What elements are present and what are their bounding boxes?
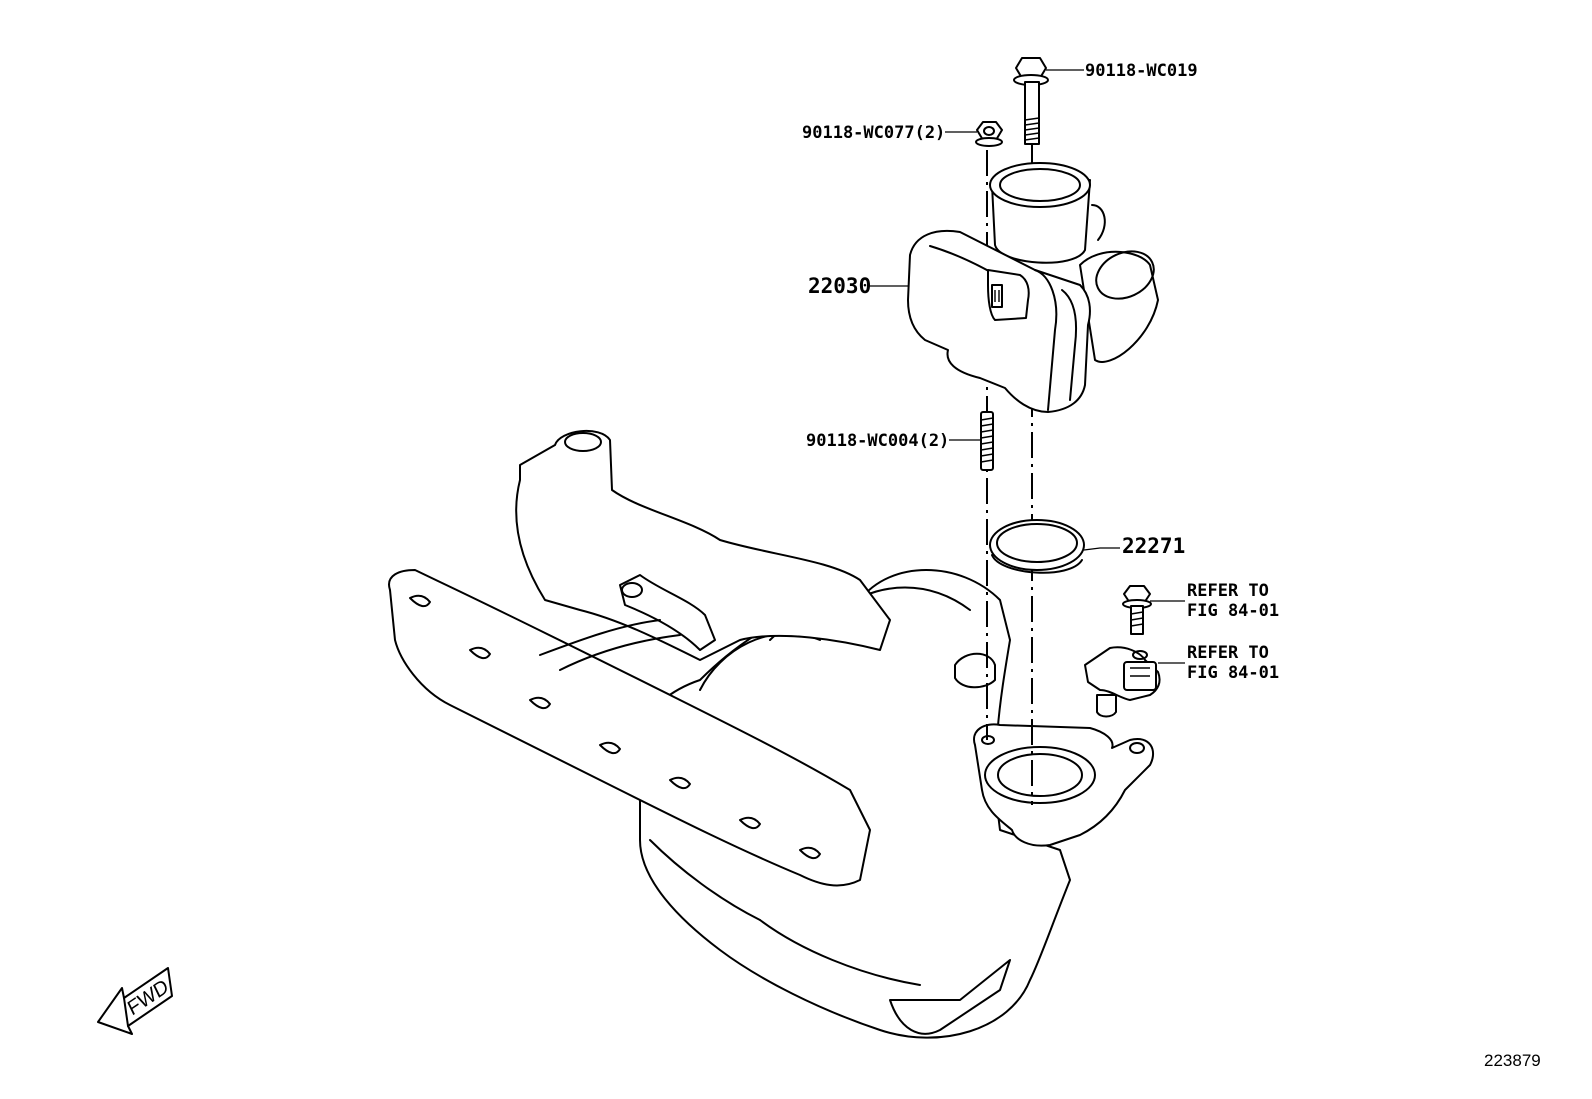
leader-lines bbox=[868, 69, 1185, 664]
throttle-mounting-flange bbox=[954, 652, 1155, 847]
throttle-body bbox=[907, 162, 1159, 413]
part-labels: 90118-WC019 90118-WC077(2) 22030 90118-W… bbox=[802, 61, 1279, 683]
label-gasket: 22271 bbox=[1122, 534, 1185, 558]
label-nut: 90118-WC077(2) bbox=[802, 123, 945, 143]
label-sensor-bolt-ref-1: REFER TO bbox=[1187, 581, 1269, 601]
illustration-id: 223879 bbox=[1484, 1051, 1541, 1070]
top-bolt bbox=[1013, 57, 1049, 145]
sensor bbox=[1084, 646, 1161, 718]
gasket bbox=[989, 519, 1085, 574]
label-bolt-top: 90118-WC019 bbox=[1085, 61, 1198, 81]
label-throttle-body: 22030 bbox=[808, 274, 871, 298]
intake-manifold bbox=[388, 429, 1071, 1039]
fwd-direction-arrow: FWD bbox=[97, 967, 173, 1035]
label-sensor-ref-2: FIG 84-01 bbox=[1187, 663, 1279, 683]
flange-nut bbox=[975, 121, 1003, 147]
label-sensor-bolt-ref-2: FIG 84-01 bbox=[1187, 601, 1279, 621]
sensor-bolt bbox=[1122, 585, 1152, 635]
stud-bolt bbox=[980, 411, 994, 471]
label-stud: 90118-WC004(2) bbox=[806, 431, 949, 451]
label-sensor-ref-1: REFER TO bbox=[1187, 643, 1269, 663]
